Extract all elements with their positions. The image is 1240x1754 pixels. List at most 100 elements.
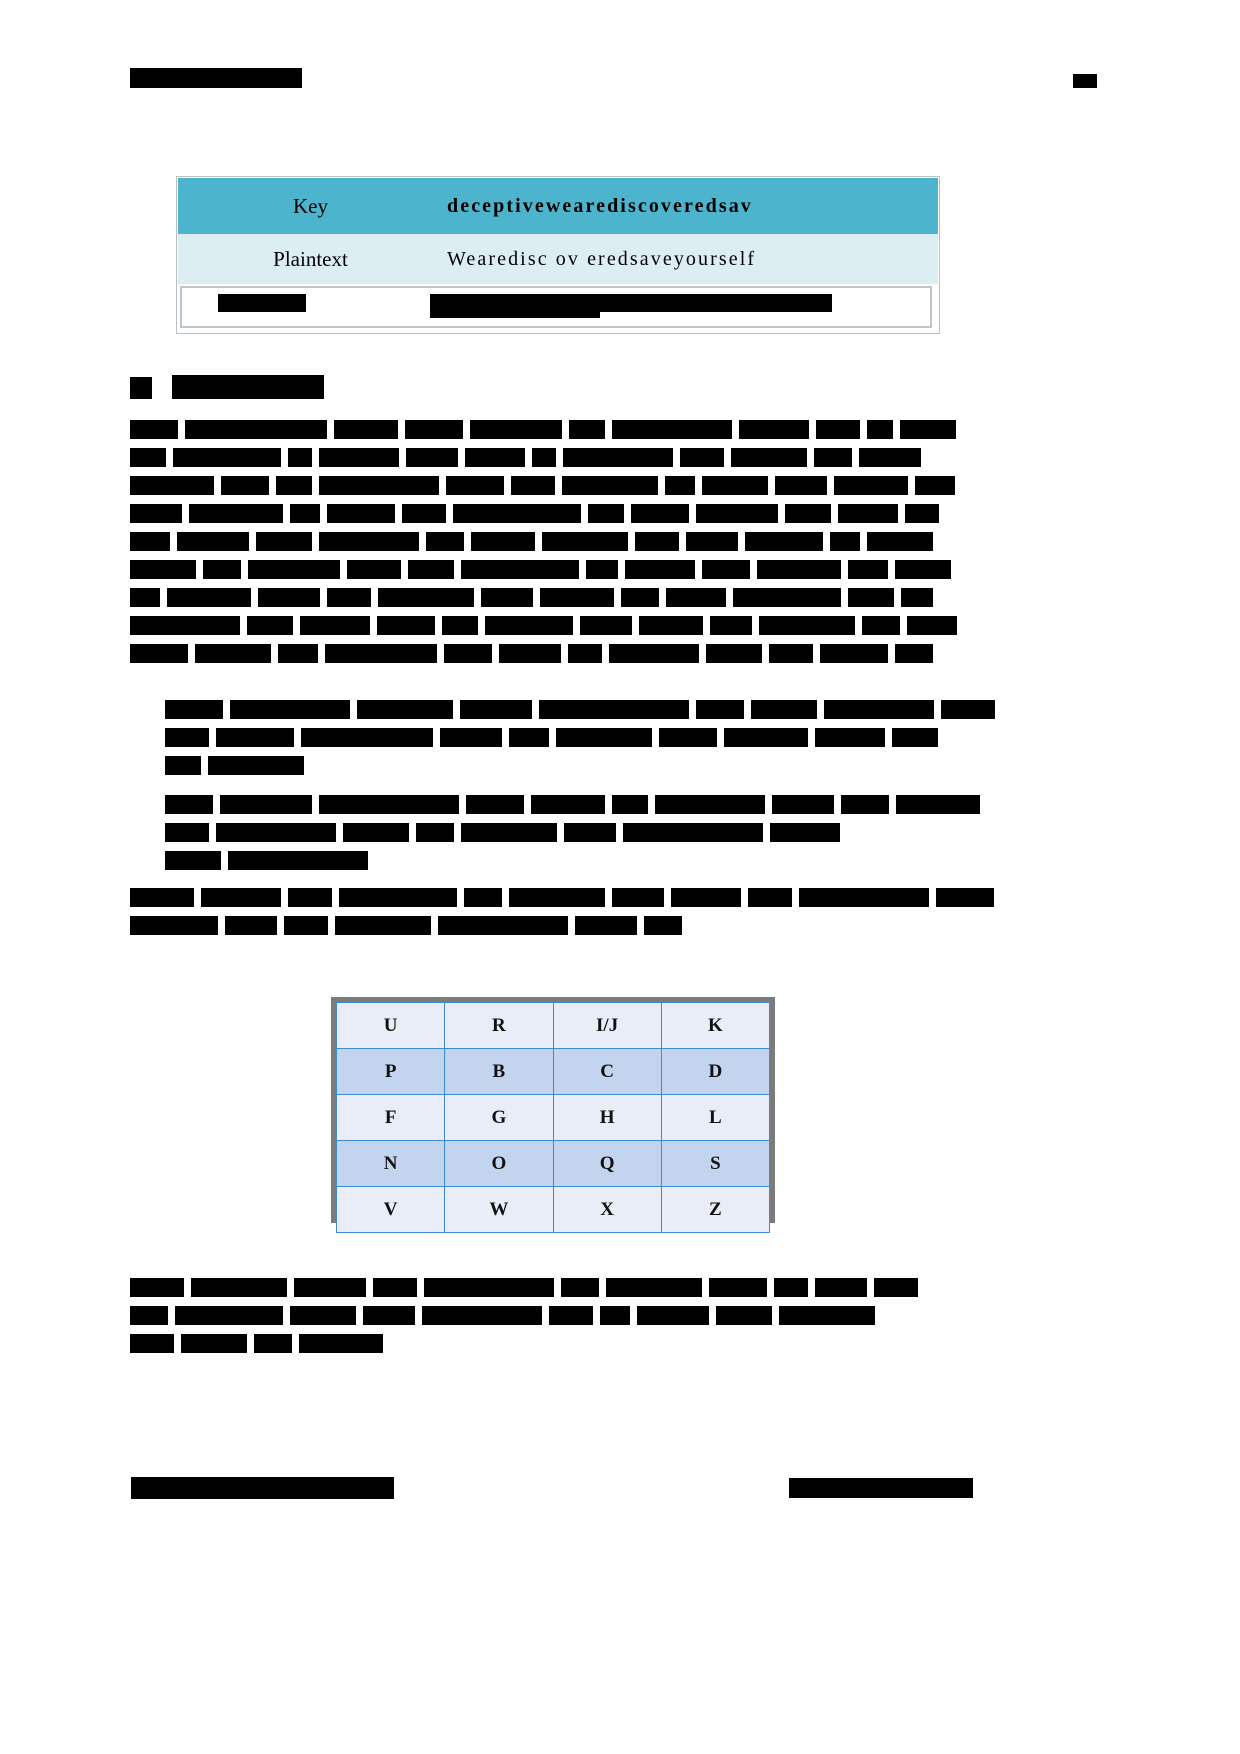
redacted-word [406, 448, 458, 467]
redacted-word [216, 823, 336, 842]
letter-grid-cell[interactable]: Z [660, 1186, 771, 1233]
redacted-word [130, 532, 170, 551]
redacted-word [442, 616, 478, 635]
redacted-word [838, 504, 898, 523]
redacted-text-line [130, 1278, 990, 1297]
redacted-text-line [165, 851, 985, 870]
redacted-word [867, 532, 933, 551]
redacted-word [189, 504, 283, 523]
redacted-word [301, 728, 433, 747]
redacted-word [671, 888, 741, 907]
redacted-word [165, 700, 223, 719]
letter-grid-cell[interactable]: P [335, 1048, 446, 1095]
redacted-word [739, 420, 809, 439]
letter-grid-cell[interactable]: O [444, 1140, 554, 1187]
redacted-word [892, 728, 938, 747]
redacted-word [895, 560, 951, 579]
redacted-text-line [130, 476, 990, 495]
letter-grid-cell[interactable]: V [335, 1186, 446, 1233]
redacted-word [130, 1278, 184, 1297]
redacted-word [631, 504, 689, 523]
letter-grid-cell[interactable]: U [335, 1002, 446, 1049]
redacted-text-line [130, 1306, 990, 1325]
redacted-word [485, 616, 573, 635]
redacted-word [702, 560, 750, 579]
redacted-word [319, 532, 419, 551]
redacted-word [509, 888, 605, 907]
redacted-word [254, 1334, 292, 1353]
redacted-word [815, 1278, 867, 1297]
redacted-word [580, 616, 632, 635]
redacted-word [542, 532, 628, 551]
redacted-word [751, 700, 817, 719]
body-paragraph-lower [130, 1278, 990, 1362]
redacted-word [444, 644, 492, 663]
redacted-text-line [130, 888, 994, 907]
ciphertext-label-redacted [218, 294, 306, 312]
redacted-word [859, 448, 921, 467]
letter-grid-cell[interactable]: I/J [552, 1002, 662, 1049]
redacted-word [165, 728, 209, 747]
redacted-word [416, 823, 454, 842]
redacted-text-line [130, 504, 990, 523]
letter-grid-cell[interactable]: C [552, 1048, 662, 1095]
letter-grid-cell[interactable]: D [660, 1048, 771, 1095]
redacted-word [175, 1306, 283, 1325]
redacted-word [770, 823, 840, 842]
letter-grid-cell[interactable]: B [444, 1048, 554, 1095]
letter-grid-cell[interactable]: S [660, 1140, 771, 1187]
table-row: Plaintext Wearedisc ov eredsaveyourself [178, 234, 938, 284]
redacted-word [130, 476, 214, 495]
redacted-word [586, 560, 618, 579]
redacted-word [814, 448, 852, 467]
redacted-word [686, 532, 738, 551]
redacted-word [247, 616, 293, 635]
redacted-word [569, 420, 605, 439]
redacted-word [165, 823, 209, 842]
redacted-word [563, 448, 673, 467]
redacted-word [816, 420, 860, 439]
redacted-word [221, 476, 269, 495]
ciphertext-value-redacted [430, 294, 832, 312]
redacted-text-line [130, 420, 990, 439]
letter-grid-cell[interactable]: H [552, 1094, 662, 1141]
redacted-word [130, 504, 182, 523]
redacted-word [461, 560, 579, 579]
body-paragraph-1 [130, 420, 990, 672]
redacted-word [499, 644, 561, 663]
redacted-word [539, 700, 689, 719]
redacted-word [941, 700, 995, 719]
redacted-text-line [130, 448, 990, 467]
letter-grid-cell[interactable]: R [444, 1002, 554, 1049]
redacted-word [325, 644, 437, 663]
redacted-word [774, 1278, 808, 1297]
body-paragraph-4 [130, 888, 994, 944]
redacted-word [276, 476, 312, 495]
letter-grid-cell[interactable]: W [444, 1186, 554, 1233]
redacted-word [785, 504, 831, 523]
redacted-word [225, 916, 277, 935]
redacted-word [769, 644, 813, 663]
letter-grid-cell[interactable]: X [552, 1186, 662, 1233]
redacted-word [177, 532, 249, 551]
redacted-word [335, 916, 431, 935]
redacted-word [165, 851, 221, 870]
redacted-word [130, 448, 166, 467]
letter-grid-cell[interactable]: G [444, 1094, 554, 1141]
redacted-word [834, 476, 908, 495]
redacted-word [635, 532, 679, 551]
redacted-text-line [130, 916, 990, 935]
redacted-word [284, 916, 328, 935]
letter-grid-cell[interactable]: K [660, 1002, 771, 1049]
letter-grid-cell[interactable]: Q [552, 1140, 662, 1187]
footer-right-redacted [789, 1478, 973, 1498]
redacted-word [319, 476, 439, 495]
letter-grid-cell[interactable]: L [660, 1094, 771, 1141]
letter-grid-cell[interactable]: F [335, 1094, 446, 1141]
redacted-word [733, 588, 841, 607]
letter-grid-cell[interactable]: N [335, 1140, 446, 1187]
redacted-word [165, 756, 201, 775]
redacted-word [600, 1306, 630, 1325]
